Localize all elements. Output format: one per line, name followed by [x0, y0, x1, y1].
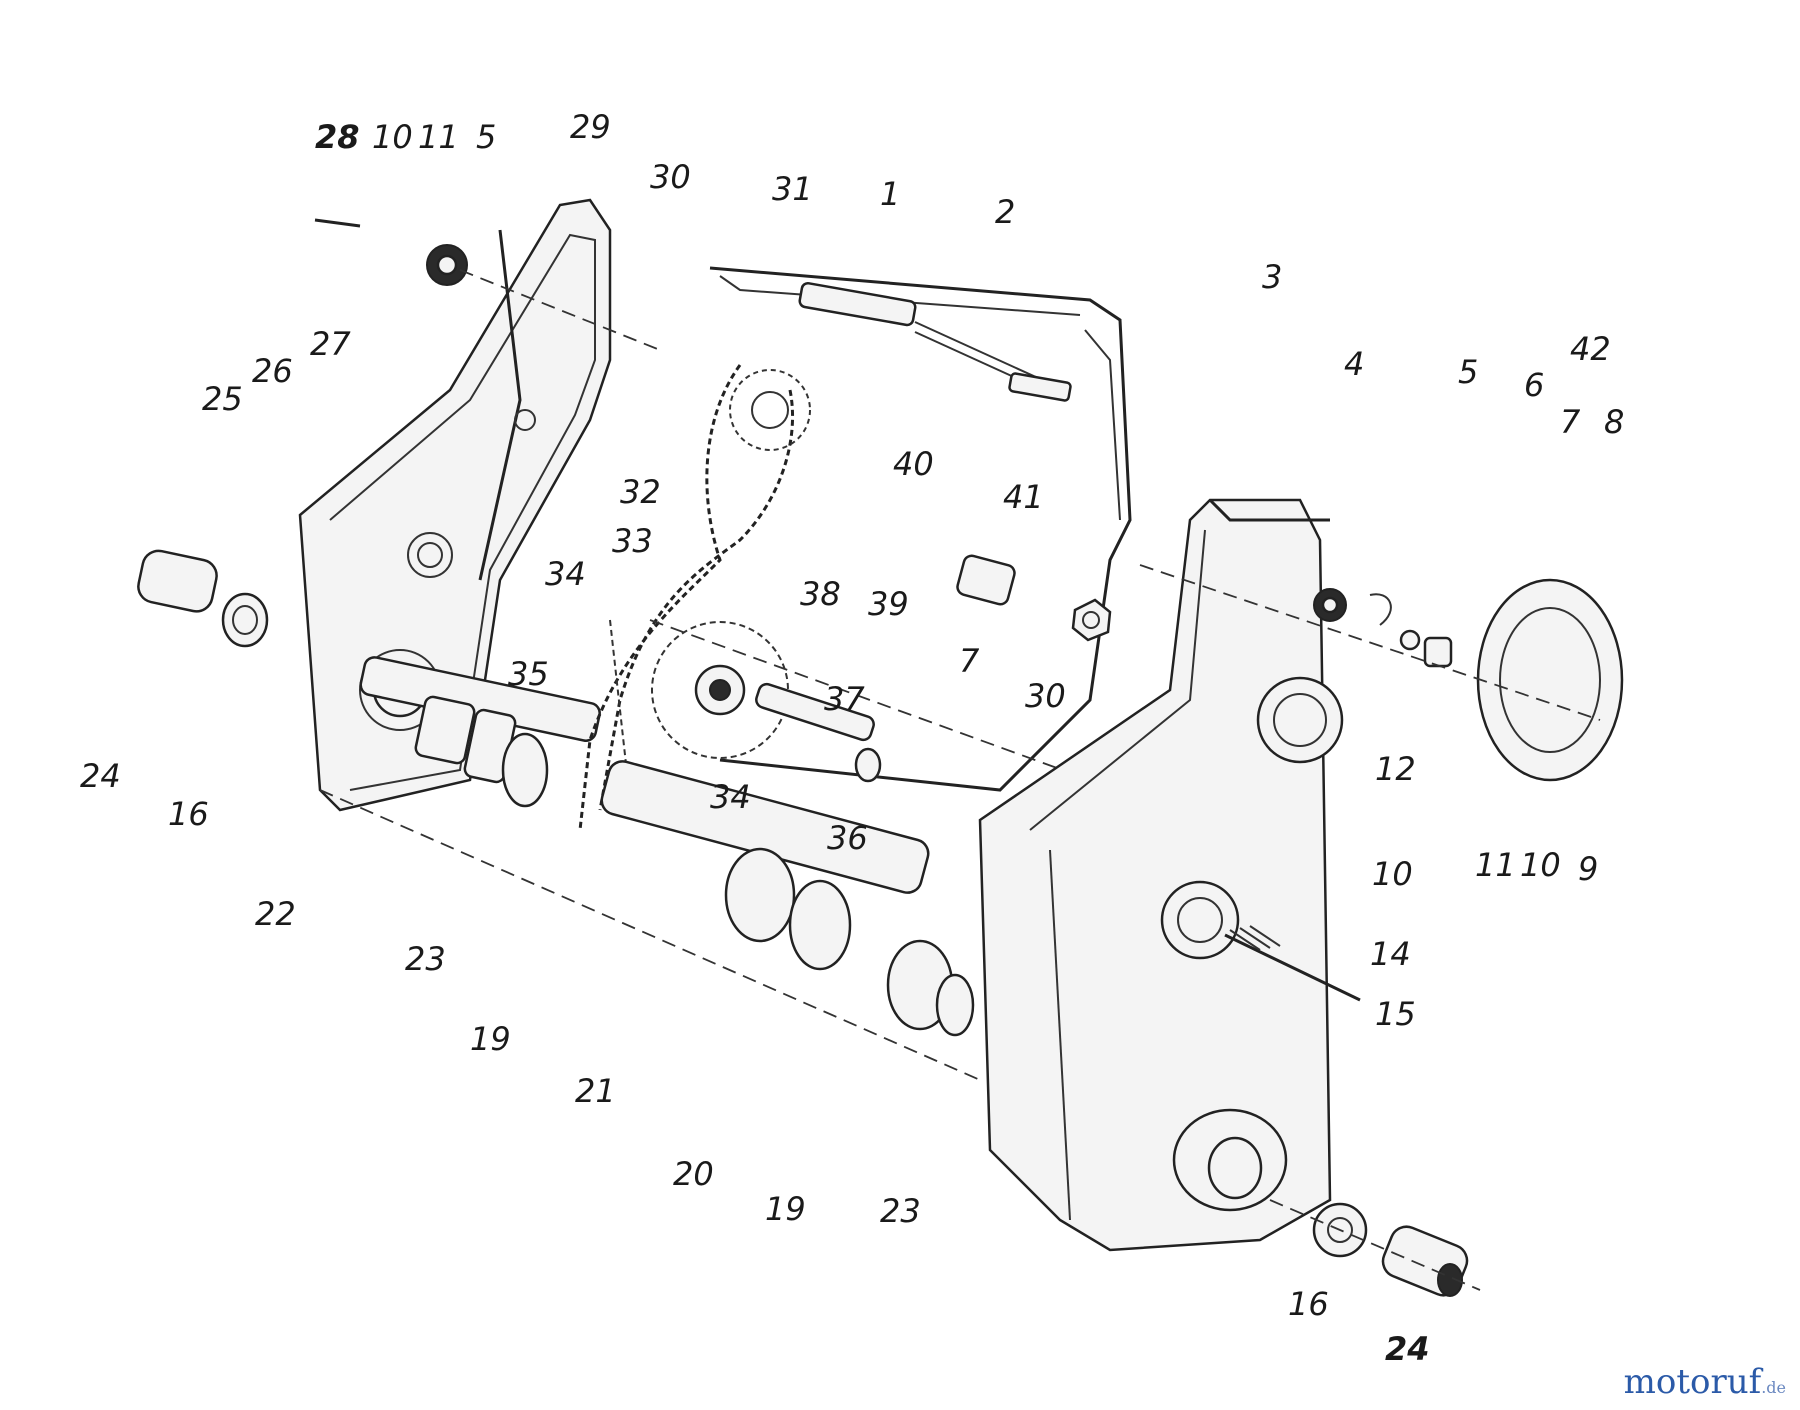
part-label-28: 28 [315, 118, 360, 156]
part-label-11: 11 [1475, 846, 1516, 884]
part-label-32: 32 [620, 473, 661, 511]
part-label-40: 40 [893, 445, 934, 483]
watermark-main: motoruf [1623, 1362, 1762, 1402]
left-bushing-and-ring [137, 549, 269, 648]
part-label-6: 6 [1524, 366, 1544, 404]
part-label-30: 30 [1025, 677, 1066, 715]
chain-and-sprockets [578, 364, 811, 831]
part-label-16: 16 [1288, 1285, 1329, 1323]
part-label-8: 8 [1604, 403, 1624, 441]
part-label-31: 31 [772, 170, 813, 208]
part-label-35: 35 [508, 655, 549, 693]
threaded-bolt [1224, 925, 1361, 1002]
part-label-27: 27 [310, 325, 351, 363]
part-label-5: 5 [476, 118, 496, 156]
part-label-10: 10 [1372, 855, 1413, 893]
part-label-14: 14 [1370, 935, 1411, 973]
part-label-10: 10 [372, 118, 413, 156]
top-left-bolt-bearing [314, 218, 661, 351]
part-label-30: 30 [650, 158, 691, 196]
part-label-12: 12 [1375, 750, 1416, 788]
pulley-wheel [1139, 564, 1624, 782]
left-shaft [319, 656, 981, 1081]
part-label-24: 24 [80, 757, 121, 795]
part-label-19: 19 [470, 1020, 511, 1058]
part-label-26: 26 [252, 352, 293, 390]
part-label-42: 42 [1570, 330, 1611, 368]
part-label-34: 34 [545, 555, 586, 593]
part-label-33: 33 [612, 522, 653, 560]
part-label-3: 3 [1262, 258, 1282, 296]
part-label-23: 23 [880, 1192, 921, 1230]
bushing-and-nut [956, 554, 1112, 642]
part-label-2: 2 [995, 193, 1015, 231]
part-label-34: 34 [710, 778, 751, 816]
chain-case-cover [709, 266, 1132, 792]
part-label-11: 11 [418, 118, 459, 156]
part-label-20: 20 [673, 1155, 714, 1193]
right-housing [978, 498, 1347, 1252]
part-label-5: 5 [1458, 353, 1478, 391]
part-label-7: 7 [1560, 403, 1581, 441]
part-label-9: 9 [1578, 850, 1598, 888]
part-label-21: 21 [575, 1072, 616, 1110]
part-label-15: 15 [1375, 995, 1416, 1033]
part-label-1: 1 [880, 175, 900, 213]
part-label-22: 22 [255, 895, 296, 933]
part-label-4: 4 [1344, 345, 1364, 383]
shaft-rod [798, 281, 1072, 402]
part-label-39: 39 [868, 585, 909, 623]
watermark-tld: .de [1761, 1378, 1786, 1397]
part-label-10: 10 [1520, 846, 1561, 884]
watermark-logo: motoruf.de [1624, 1362, 1786, 1402]
part-label-37: 37 [824, 680, 865, 718]
lower-main-shaft [600, 760, 975, 1037]
part-label-36: 36 [827, 819, 868, 857]
part-label-24: 24 [1385, 1330, 1430, 1368]
part-label-23: 23 [405, 940, 446, 978]
part-label-7: 7 [959, 642, 980, 680]
part-label-16: 16 [168, 795, 209, 833]
part-label-38: 38 [800, 575, 841, 613]
part-label-29: 29 [570, 108, 611, 146]
part-label-25: 25 [202, 380, 243, 418]
part-label-19: 19 [765, 1190, 806, 1228]
part-label-41: 41 [1003, 478, 1044, 516]
bottom-right-bushing-ring [1269, 1199, 1481, 1297]
